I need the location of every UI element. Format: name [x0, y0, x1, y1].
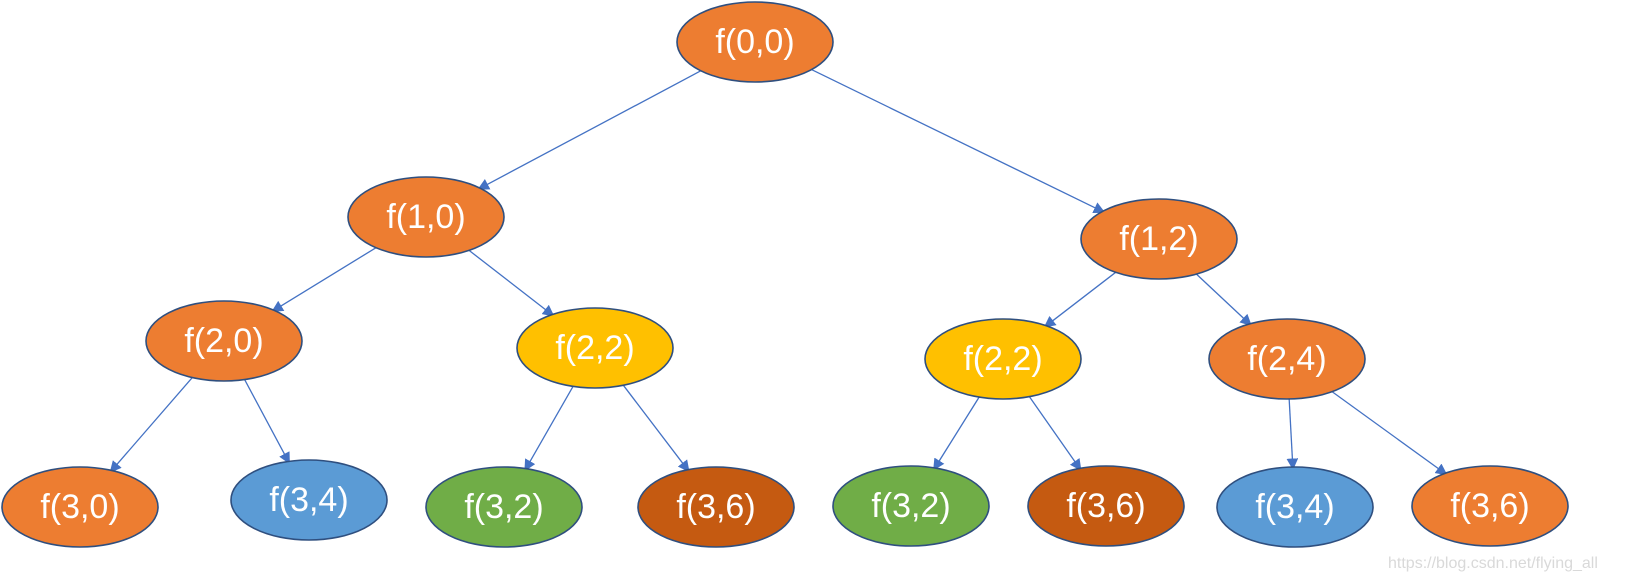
edge-n24-n36c: [1330, 389, 1448, 476]
node-label: f(0,0): [715, 23, 794, 61]
node-ellipse: [230, 459, 388, 541]
nodes-layer: f(0,0) f(1,0) f(1,2) f(2,0) f(2,2) f(2,2) f(2,…: [1, 1, 1569, 548]
node-label: f(3,4): [1255, 488, 1334, 526]
edge-n22b-n36b: [1027, 394, 1082, 471]
node-ellipse: [1208, 318, 1366, 400]
node-label: f(2,0): [184, 322, 263, 360]
node-label: f(3,6): [676, 488, 755, 526]
node-label: f(2,4): [1247, 340, 1326, 378]
node-n32b: f(3,2): [832, 465, 990, 547]
edge-n20-n34a: [243, 377, 290, 465]
edge-n12-n22b: [1043, 270, 1118, 328]
node-ellipse: [1027, 465, 1185, 547]
node-label: f(3,0): [40, 488, 119, 526]
node-n22a: f(2,2): [516, 307, 674, 389]
node-n32a: f(3,2): [425, 466, 583, 548]
node-n30: f(3,0): [1, 466, 159, 548]
watermark-text: https://blog.csdn.net/flying_all: [1388, 555, 1598, 572]
node-n36a: f(3,6): [637, 466, 795, 548]
node-label: f(3,2): [464, 488, 543, 526]
edge-n22a-n32a: [524, 384, 575, 472]
node-ellipse: [832, 465, 990, 547]
node-ellipse: [1411, 465, 1569, 547]
node-label: f(1,2): [1119, 220, 1198, 258]
edge-n00-n12: [809, 68, 1106, 213]
node-n00: f(0,0): [676, 1, 834, 83]
node-ellipse: [145, 300, 303, 382]
node-ellipse: [676, 1, 834, 83]
node-n20: f(2,0): [145, 300, 303, 382]
node-ellipse: [1216, 466, 1374, 548]
node-ellipse: [516, 307, 674, 389]
edge-n20-n30: [109, 375, 195, 473]
node-ellipse: [637, 466, 795, 548]
node-n34b: f(3,4): [1216, 466, 1374, 548]
node-n34a: f(3,4): [230, 459, 388, 541]
node-label: f(2,2): [555, 329, 634, 367]
edge-n00-n10: [477, 69, 703, 190]
edge-n22a-n36a: [621, 383, 690, 473]
node-n12: f(1,2): [1080, 198, 1238, 280]
node-ellipse: [425, 466, 583, 548]
node-label: f(2,2): [963, 340, 1042, 378]
node-n36b: f(3,6): [1027, 465, 1185, 547]
node-ellipse: [1080, 198, 1238, 280]
edge-n24-n34b: [1286, 396, 1299, 471]
edge-n12-n24: [1194, 272, 1252, 327]
edge-n10-n20: [271, 246, 379, 312]
node-n24: f(2,4): [1208, 318, 1366, 400]
node-label: f(3,4): [269, 481, 348, 519]
node-label: f(3,6): [1450, 487, 1529, 525]
node-label: f(1,0): [386, 198, 465, 236]
edges-layer: [109, 68, 1448, 476]
node-ellipse: [924, 318, 1082, 400]
node-label: f(3,6): [1066, 487, 1145, 525]
node-n36c: f(3,6): [1411, 465, 1569, 547]
node-n10: f(1,0): [347, 176, 505, 258]
node-label: f(3,2): [871, 487, 950, 525]
edge-n22b-n32b: [933, 395, 981, 471]
node-ellipse: [347, 176, 505, 258]
edge-n10-n22a: [467, 248, 555, 317]
node-n22b: f(2,2): [924, 318, 1082, 400]
node-ellipse: [1, 466, 159, 548]
